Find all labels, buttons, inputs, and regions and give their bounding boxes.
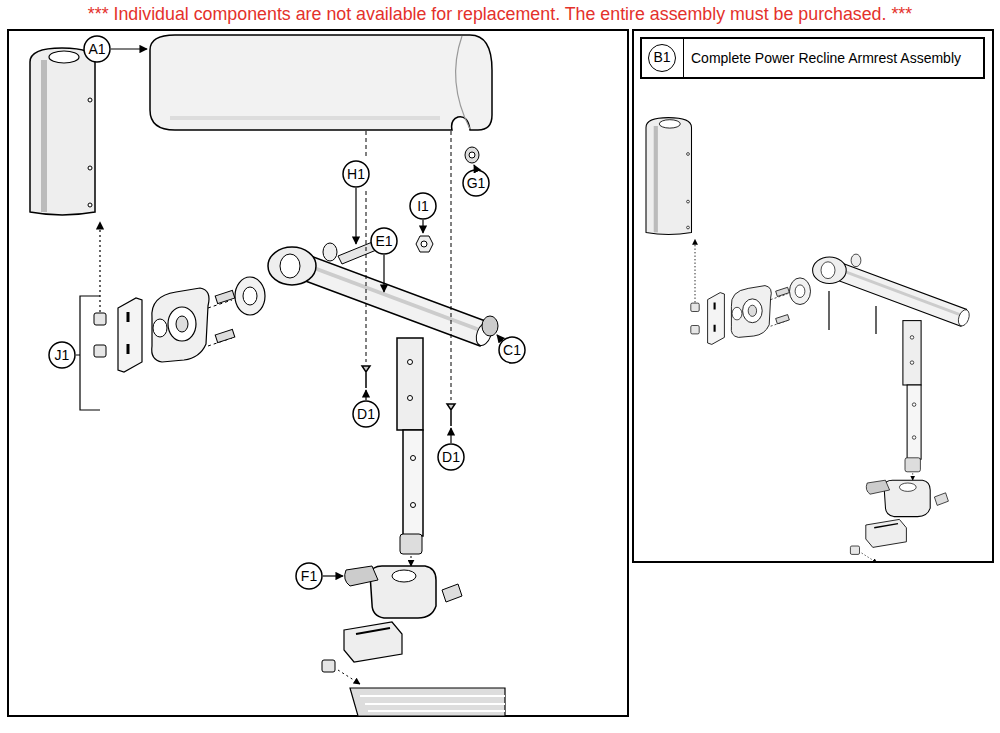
screw: [829, 291, 876, 334]
hex-nut: [416, 236, 433, 252]
end-cap: [482, 316, 498, 336]
part-name: Complete Power Recline Armrest Assembly: [683, 39, 969, 77]
callout-number: D1: [353, 401, 379, 427]
callout-number: G1: [463, 170, 489, 196]
callout-number: F1: [296, 563, 322, 589]
callout-circle: [296, 563, 322, 589]
callout-circle: [463, 170, 489, 196]
callout-circle: [410, 193, 436, 219]
assembly-view-frame: [633, 30, 993, 562]
armpad-shade: [170, 116, 440, 120]
callout-circle: [343, 161, 369, 187]
callout-number: E1: [371, 228, 397, 254]
callout-number: J1: [49, 342, 75, 368]
bracket: [76, 296, 100, 410]
callout-circle: [49, 342, 75, 368]
leader-line: [355, 188, 356, 244]
callout-number: A1: [84, 36, 110, 62]
leader-line: [323, 575, 343, 576]
warning-note: *** Individual components are not availa…: [0, 4, 1000, 25]
callout-circle: [353, 401, 379, 427]
armpad-edge: [456, 36, 470, 129]
callout-number: B1: [648, 44, 676, 72]
screw: [362, 366, 370, 388]
callout-circle: [499, 337, 525, 363]
leader-line: [474, 165, 476, 169]
leader-line: [422, 220, 423, 233]
callout-number: C1: [499, 337, 525, 363]
assembly-line: [451, 131, 452, 400]
callout-number: H1: [343, 161, 369, 187]
assembly-table: B1Complete Power Recline Armrest Assembl…: [640, 37, 985, 79]
screw: [447, 404, 455, 426]
armpad: [150, 35, 492, 130]
leader-line: [497, 335, 502, 341]
callout-circle: [371, 228, 397, 254]
washer: [465, 147, 479, 163]
washer-bore: [469, 152, 475, 158]
leader-line: [450, 428, 451, 443]
exploded-hardware: [30, 48, 505, 716]
leader-lines: [76, 49, 502, 576]
nut-bore: [421, 241, 427, 247]
callout-number: I1: [410, 193, 436, 219]
callout-number: D1: [438, 444, 464, 470]
callout-circles: [49, 36, 525, 589]
leader-line: [383, 255, 384, 292]
leader-line: [111, 48, 147, 49]
leader-line: [365, 390, 366, 400]
assembled-hardware: [646, 118, 979, 561]
exploded-view-frame: [8, 30, 628, 716]
callout-circle: [438, 444, 464, 470]
callout-circle: [84, 36, 110, 62]
assembled-view: [646, 118, 979, 561]
